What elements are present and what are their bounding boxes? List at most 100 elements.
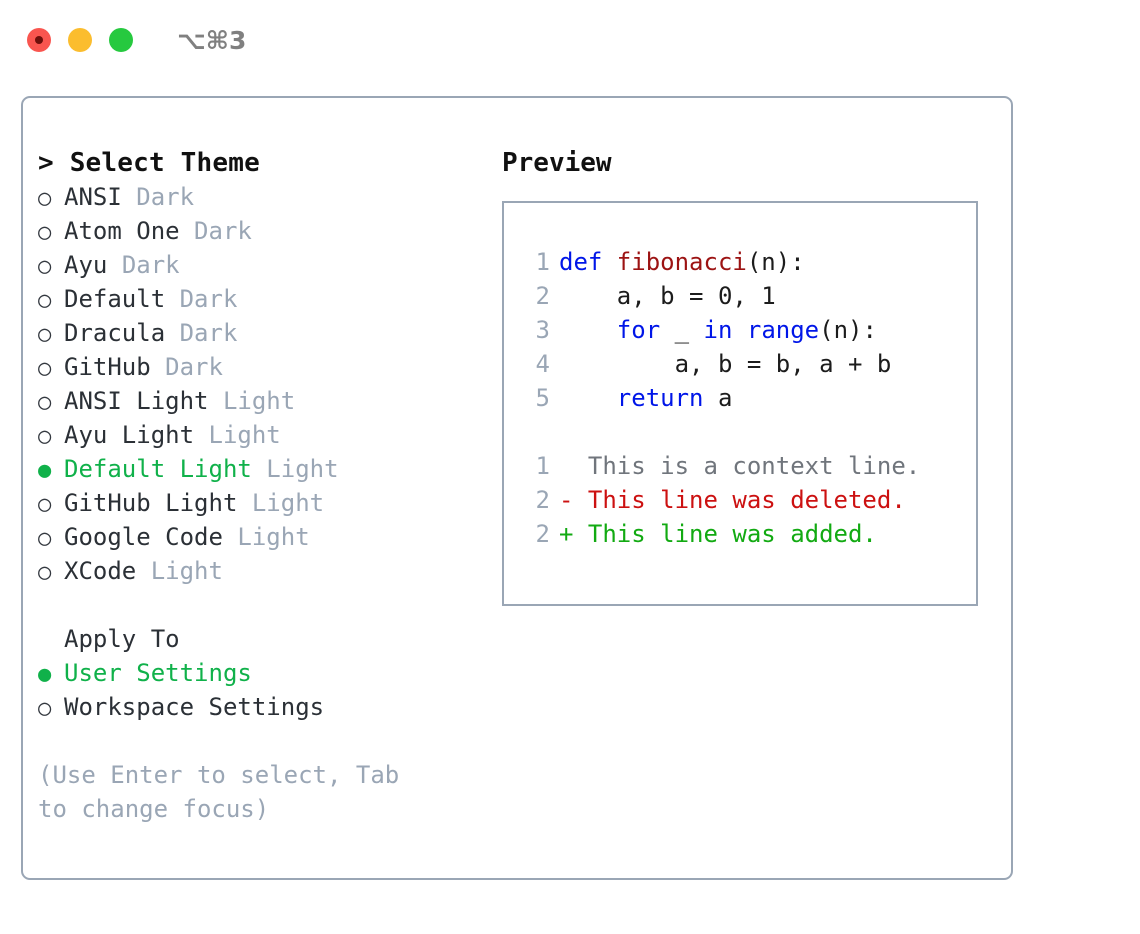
diff-line-number: 1 [535,452,550,480]
radio-unselected-icon: ○ [38,220,52,245]
theme-option-list: ○ANSI Dark○Atom One Dark○Ayu Dark○Defaul… [38,180,488,588]
code-token-plain: (n): [746,248,805,276]
theme-option-ayu-light[interactable]: ○Ayu Light Light [38,418,488,452]
radio-unselected-icon: ○ [38,390,52,415]
theme-option-atom-one[interactable]: ○Atom One Dark [38,214,488,248]
apply-to-heading: Apply To [64,625,180,653]
label-space [252,452,266,486]
diff-line-context: This is a context line. [559,452,921,480]
code-line-content: def fibonacci(n): [559,245,805,279]
theme-option-default-light[interactable]: ● Default Light Light [38,452,488,486]
label-space [151,350,165,384]
theme-option-ayu[interactable]: ○ Ayu Dark [38,248,488,282]
theme-option-variant: Light [150,557,223,585]
theme-option-google-code[interactable]: ○Google Code Light [38,520,488,554]
apply-to-option-workspace-settings[interactable]: ○ Workspace Settings [38,690,488,724]
theme-option-label: Default [64,285,166,313]
code-line-content: return a [559,381,733,415]
title-bar: ⌥⌘3 [0,0,1140,80]
apply-to-option-label: Workspace Settings [64,693,325,721]
traffic-lights [27,28,133,52]
diff-line: 2 + This line was added. [516,517,968,551]
theme-option-variant: Dark [121,251,180,279]
diff-line: 1 This is a context line. [516,449,968,483]
label-space [237,486,251,520]
label-space [165,316,179,350]
theme-option-label: ANSI Light [64,387,209,415]
preview-heading: Preview [502,148,612,178]
code-token-plain [732,316,746,344]
minimize-button[interactable] [68,28,92,52]
apply-to-option-user-settings[interactable]: ● User Settings [38,656,488,690]
code-line-number: 2 [535,282,550,310]
theme-option-label: GitHub [64,353,151,381]
theme-option-variant: Light [237,523,310,551]
label-space [223,520,237,554]
theme-option-label: ANSI [64,183,122,211]
diff-line-deleted: - This line was deleted. [559,486,906,514]
label-space [165,282,179,316]
theme-option-variant: Light [222,387,296,415]
maximize-button[interactable] [109,28,133,52]
diff-line-number: 2 [535,520,550,548]
radio-unselected-icon: ○ [38,492,52,517]
label-space [180,214,194,248]
diff-line-list: 1 This is a context line. 2 - This line wa… [516,449,968,551]
theme-option-variant: Light [251,489,325,517]
radio-unselected-icon: ○ [38,186,52,211]
theme-option-github[interactable]: ○GitHub Dark [38,350,488,384]
code-line-content: a, b = 0, 1 [559,279,776,313]
code-line: 2 a, b = 0, 1 [516,279,968,313]
diff-line: 2 - This line was deleted. [516,483,968,517]
label-space [107,248,121,282]
code-line-number: 3 [535,316,550,344]
code-token-plain: a [703,384,733,412]
theme-option-dracula[interactable]: ○Dracula Dark [38,316,488,350]
theme-option-xcode[interactable]: ○XCode Light [38,554,488,588]
theme-option-label: Default Light [64,455,252,483]
code-token-kw: return [616,384,704,412]
radio-unselected-icon: ○ [38,254,52,279]
theme-option-ansi[interactable]: ○ ANSI Dark [38,180,488,214]
apply-to-option-list: ● User Settings ○ Workspace Settings [38,656,488,724]
radio-unselected-icon: ○ [38,356,52,381]
close-button[interactable] [27,28,51,52]
theme-option-variant: Dark [136,183,195,211]
diff-line-number: 2 [535,486,550,514]
diff-line-added: + This line was added. [559,520,877,548]
code-token-kw: in [703,316,733,344]
theme-option-ansi-light[interactable]: ○ ANSI Light Light [38,384,488,418]
theme-picker-column: > Select Theme ○ANSI Dark○Atom One Dark○… [38,146,488,826]
radio-unselected-icon: ○ [38,696,52,721]
code-line-content: for _ in range(n): [559,313,877,347]
code-line: 3 for _ in range(n): [516,313,968,347]
theme-option-label: Ayu Light [64,421,195,449]
code-token-plain [559,316,617,344]
main-panel: > Select Theme ○ANSI Dark○Atom One Dark○… [21,96,1013,880]
code-token-kw: def [559,248,617,276]
radio-unselected-icon: ○ [38,424,52,449]
code-line-number: 4 [535,350,550,378]
code-token-plain: _ [660,316,704,344]
theme-option-variant: Light [266,455,339,483]
code-line-content: a, b = b, a + b [559,347,892,381]
code-line-number: 5 [535,384,550,412]
section-spacer [38,588,488,622]
theme-option-label: Atom One [64,217,180,245]
code-token-plain: a, b = b, a + b [559,350,892,378]
radio-selected-icon: ● [38,662,52,687]
apply-to-option-label: User Settings [64,659,252,687]
code-line: 4 a, b = b, a + b [516,347,968,381]
code-token-kw: for [616,316,661,344]
radio-selected-icon: ● [38,458,52,483]
theme-option-github-light[interactable]: ○GitHub Light Light [38,486,488,520]
code-token-fn: fibonacci [616,248,747,276]
theme-option-variant: Dark [179,319,238,347]
theme-option-label: Ayu [64,251,108,279]
theme-option-default[interactable]: ○Default Dark [38,282,488,316]
code-token-kw: range [746,316,820,344]
code-line: 5 return a [516,381,968,415]
